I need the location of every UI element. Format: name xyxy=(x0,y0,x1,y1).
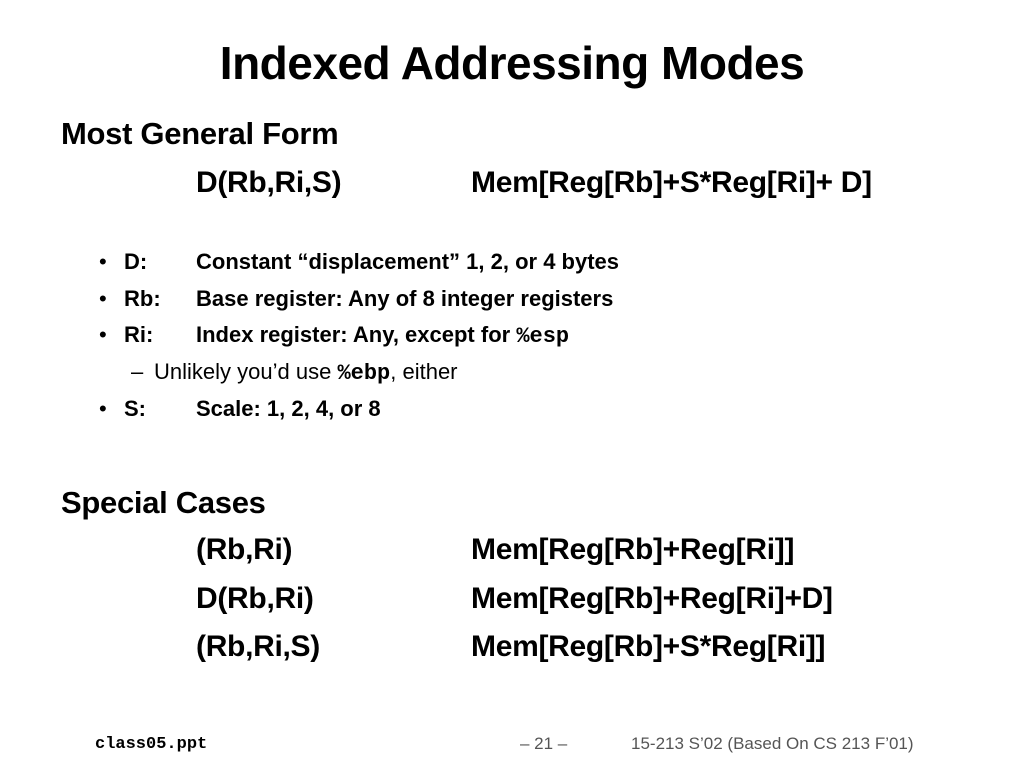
bullet-term: Ri: xyxy=(124,322,154,347)
register-code-esp: %esp xyxy=(516,324,570,349)
special-case-row: (Rb,Ri) Mem[Reg[Rb]+Reg[Ri]] xyxy=(0,533,1024,573)
bullet-description: Base register: Any of 8 integer register… xyxy=(196,286,614,311)
general-form-heading: Most General Form xyxy=(61,116,339,151)
special-cases-heading: Special Cases xyxy=(61,485,266,520)
sub-bullet-text-after: , either xyxy=(390,359,458,384)
special-case-meaning: Mem[Reg[Rb]+S*Reg[Ri]] xyxy=(471,630,826,663)
bullet-description: Index register: Any, except for %esp xyxy=(196,322,569,349)
bullet-item-d: • D: Constant “displacement” 1, 2, or 4 … xyxy=(0,249,1024,279)
bullet-icon: • xyxy=(99,322,107,347)
bullet-item-s: • S: Scale: 1, 2, 4, or 8 xyxy=(0,396,1024,426)
sub-bullet-text-before: Unlikely you’d use xyxy=(154,359,338,384)
general-form-syntax: D(Rb,Ri,S) xyxy=(196,166,342,199)
footer-filename: class05.ppt xyxy=(95,735,208,754)
sub-bullet-item: – Unlikely you’d use %ebp, either xyxy=(0,359,1024,389)
special-case-syntax: (Rb,Ri,S) xyxy=(196,630,320,663)
bullet-description-text: Index register: Any, except for xyxy=(196,322,517,347)
footer-course: 15-213 S’02 (Based On CS 213 F’01) xyxy=(631,734,914,753)
bullet-description: Constant “displacement” 1, 2, or 4 bytes xyxy=(196,249,620,274)
bullet-icon: • xyxy=(99,249,107,274)
bullet-icon: • xyxy=(99,396,107,421)
general-form-row: D(Rb,Ri,S) Mem[Reg[Rb]+S*Reg[Ri]+ D] xyxy=(0,166,1024,206)
bullet-term: Rb: xyxy=(124,286,161,311)
bullet-term: S: xyxy=(124,396,146,421)
special-case-meaning: Mem[Reg[Rb]+Reg[Ri]] xyxy=(471,533,795,566)
bullet-icon: • xyxy=(99,286,107,311)
sub-bullet-text: Unlikely you’d use %ebp, either xyxy=(154,359,458,386)
footer-page-number: – 21 – xyxy=(520,734,568,753)
register-code-ebp: %ebp xyxy=(337,361,391,386)
special-case-row: D(Rb,Ri) Mem[Reg[Rb]+Reg[Ri]+D] xyxy=(0,582,1024,622)
bullet-item-ri: • Ri: Index register: Any, except for %e… xyxy=(0,322,1024,352)
special-case-syntax: (Rb,Ri) xyxy=(196,533,293,566)
slide-title: Indexed Addressing Modes xyxy=(219,37,805,89)
bullet-description: Scale: 1, 2, 4, or 8 xyxy=(196,396,381,421)
special-case-row: (Rb,Ri,S) Mem[Reg[Rb]+S*Reg[Ri]] xyxy=(0,630,1024,670)
sub-bullet-dash: – xyxy=(131,359,144,384)
bullet-item-rb: • Rb: Base register: Any of 8 integer re… xyxy=(0,286,1024,316)
special-case-syntax: D(Rb,Ri) xyxy=(196,582,314,615)
special-case-meaning: Mem[Reg[Rb]+Reg[Ri]+D] xyxy=(471,582,833,615)
bullet-term: D: xyxy=(124,249,148,274)
general-form-meaning: Mem[Reg[Rb]+S*Reg[Ri]+ D] xyxy=(471,166,872,199)
